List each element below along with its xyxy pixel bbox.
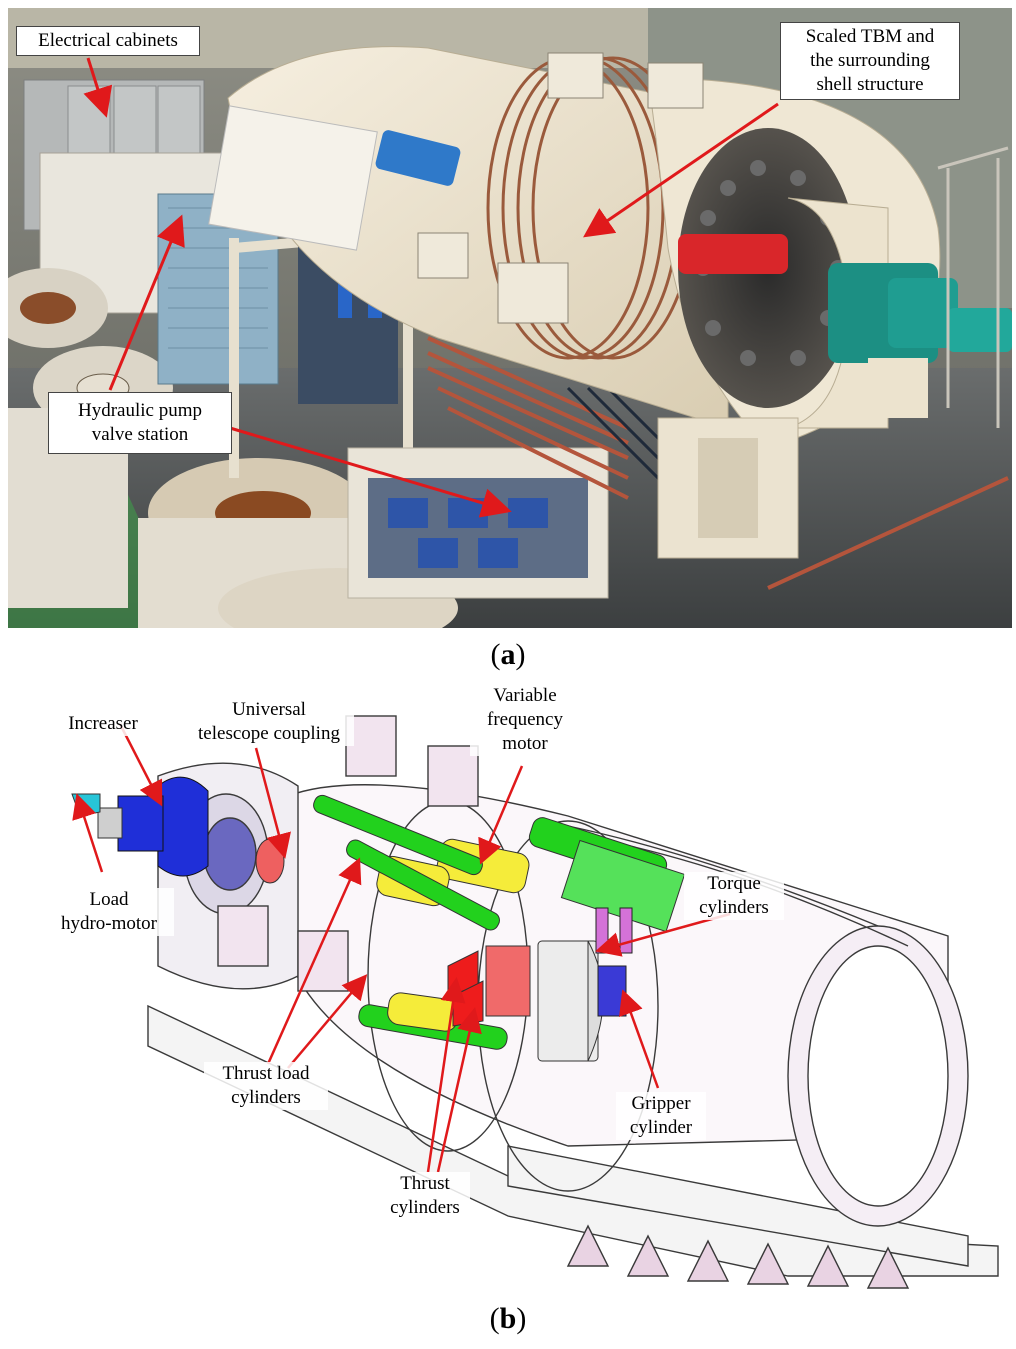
label-text: hydro-motor — [60, 913, 158, 934]
arrow-hydraulic-1 — [108, 214, 185, 391]
label-text: shell structure — [816, 74, 924, 95]
label-text: Hydraulic pump — [77, 400, 202, 421]
label-hydraulic-pump: Hydraulic pump valve station — [48, 392, 232, 454]
panel-b-arrows — [72, 723, 731, 1173]
tbm-drum — [208, 46, 941, 449]
photo-panel-a: Electrical cabinets Scaled TBM and the s… — [8, 8, 1012, 628]
arrow-thrust-1 — [426, 977, 466, 1173]
label-increaser: Increaser — [48, 712, 158, 736]
label-text: cylinders — [390, 1197, 460, 1218]
label-load-hydro-motor: Load hydro-motor — [44, 888, 174, 936]
label-scaled-tbm: Scaled TBM and the surrounding shell str… — [780, 22, 960, 100]
arrow-vfm — [478, 765, 524, 865]
label-text: Variable — [493, 685, 557, 706]
label-text: Universal — [232, 699, 306, 720]
label-universal-coupling: Universal telescope coupling — [184, 698, 354, 746]
teal-gearbox — [828, 263, 1012, 363]
label-text: Electrical cabinets — [38, 30, 178, 51]
valve-rack — [347, 447, 609, 599]
gripper-assembly — [537, 907, 633, 1062]
label-text: Scaled TBM and — [805, 26, 935, 47]
label-text: Increaser — [68, 713, 138, 734]
panel-a-arrows — [83, 57, 779, 518]
label-gripper-cylinder: Gripper cylinder — [616, 1092, 706, 1140]
arrow-hydraulic-2 — [229, 426, 512, 518]
caption-b: (b) — [489, 1302, 527, 1335]
label-thrust-load-cylinders: Thrust load cylinders — [204, 1062, 328, 1110]
arrow-load — [72, 793, 104, 873]
label-text: cylinder — [629, 1117, 693, 1138]
tbm-cad-drawing — [71, 715, 999, 1289]
label-text: valve station — [91, 424, 189, 445]
label-thrust-cylinders: Thrust cylinders — [380, 1172, 470, 1220]
label-text: Torque — [707, 873, 761, 894]
label-text: frequency — [487, 709, 563, 730]
tbm-photo — [8, 8, 1012, 628]
label-variable-frequency-motor: Variable frequency motor — [470, 684, 580, 756]
label-text: Load — [89, 889, 129, 910]
arrow-thrust-load-2 — [287, 974, 368, 1069]
label-text: Gripper — [631, 1093, 691, 1114]
arrow-thrust-load-1 — [266, 857, 362, 1065]
caption-a: (a) — [490, 638, 526, 671]
arrow-torque — [595, 912, 731, 957]
label-text: Thrust — [400, 1173, 450, 1194]
label-text: the surrounding — [810, 50, 930, 71]
arrow-universal — [254, 747, 291, 859]
label-text: telescope coupling — [198, 723, 340, 744]
label-text: Thrust load — [222, 1063, 310, 1084]
cad-panel-b: Increaser Universal telescope coupling V… — [8, 676, 1012, 1296]
label-electrical-cabinets: Electrical cabinets — [16, 26, 200, 56]
arrow-increaser — [118, 723, 163, 807]
label-text: motor — [502, 733, 548, 754]
label-torque-cylinders: Torque cylinders — [684, 872, 784, 920]
arrow-thrust-2 — [436, 1007, 482, 1173]
arrow-tbm — [583, 102, 779, 238]
arrow-gripper — [619, 989, 660, 1089]
red-shaft — [678, 234, 788, 274]
arrow-electrical — [83, 57, 113, 118]
label-text: cylinders — [231, 1087, 301, 1108]
label-text: cylinders — [699, 897, 769, 918]
